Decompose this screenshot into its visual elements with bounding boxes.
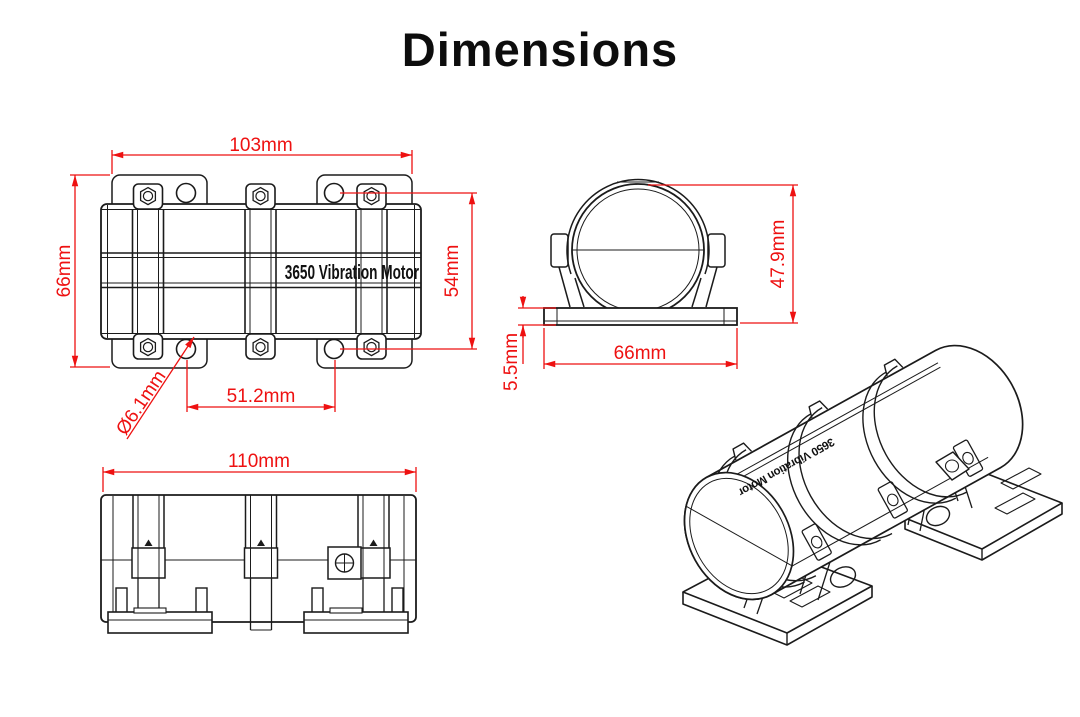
isometric-view-drawing: 3650 Vibration Motor — [682, 344, 1063, 646]
top-view-drawing: 3650 Vibration Motor 103mm 66mm 54mm 51.… — [54, 135, 477, 440]
dim-103mm: 103mm — [229, 135, 292, 156]
top-view-clamp-bands — [131, 183, 388, 360]
end-view-drawing: 47.9mm 66mm 5.5mm — [501, 178, 798, 391]
iso-cylinder: 3650 Vibration Motor — [683, 344, 1024, 601]
page-title: Dimensions — [401, 23, 679, 76]
dim-110mm: 110mm — [228, 451, 290, 472]
iso-terminal — [935, 451, 970, 481]
dim-5-5mm: 5.5mm — [501, 333, 522, 391]
dim-66mm-end-view: 66mm — [614, 343, 667, 364]
product-label-top-view: 3650 Vibration Motor — [285, 261, 419, 283]
dim-51-2mm: 51.2mm — [227, 386, 296, 407]
side-view-dimensions: 110mm — [102, 451, 417, 492]
iso-rear-foot — [904, 467, 1063, 561]
side-view-terminal — [327, 546, 362, 580]
iso-front-cap — [683, 471, 795, 601]
end-view-dimensions: 47.9mm 66mm 5.5mm — [501, 184, 798, 391]
side-view-feet — [107, 587, 409, 634]
end-view-body — [543, 178, 738, 326]
dim-47-9mm: 47.9mm — [768, 220, 789, 289]
side-view-drawing: 110mm — [100, 451, 417, 634]
dim-hole-diameter: Ø6.1mm — [112, 367, 170, 439]
dim-66mm-top-view: 66mm — [54, 245, 75, 298]
dim-54mm: 54mm — [442, 245, 463, 298]
